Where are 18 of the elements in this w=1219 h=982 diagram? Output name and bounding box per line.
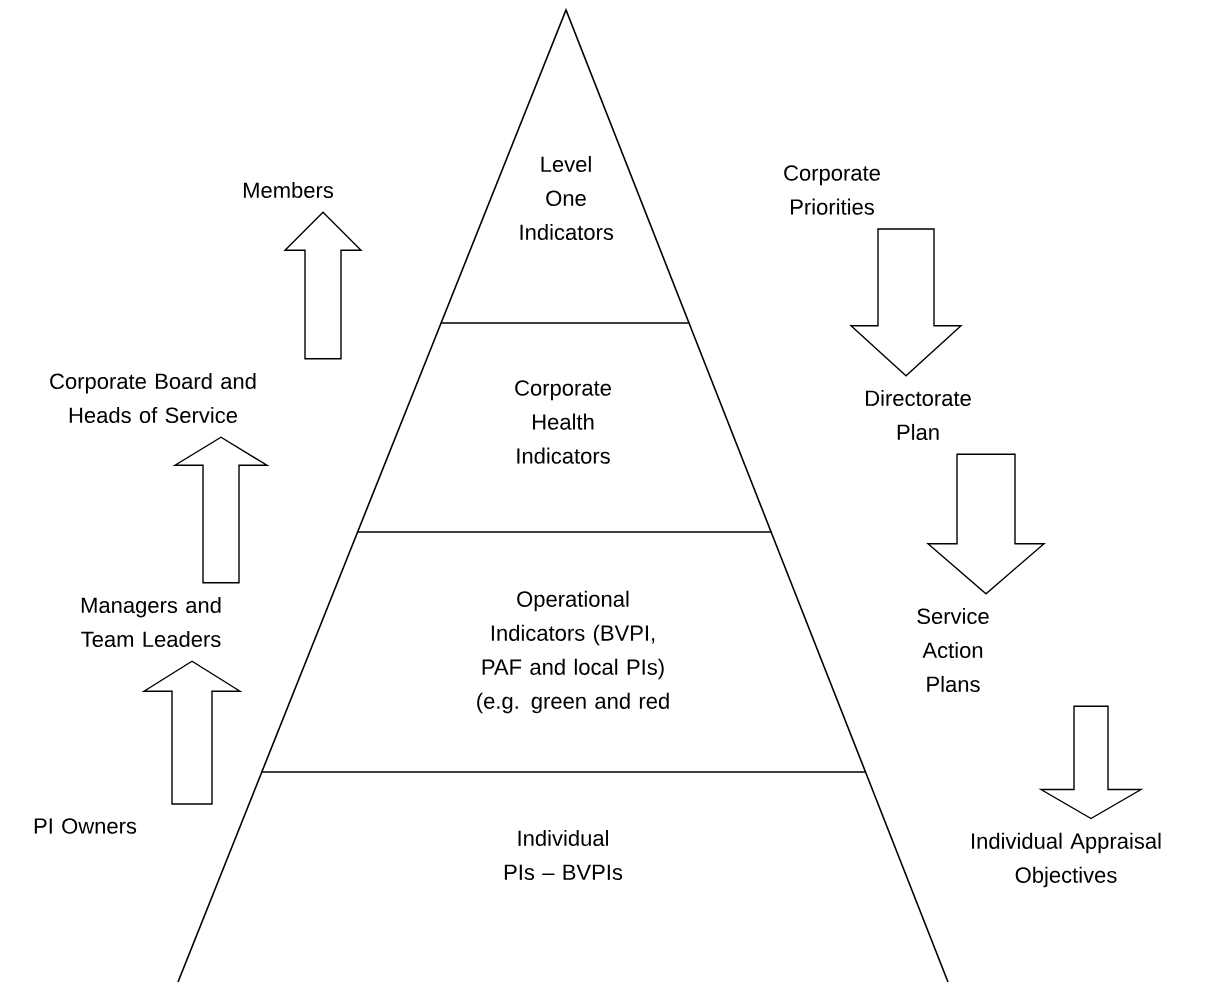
text-label: Service Action Plans	[917, 607, 989, 693]
block-arrow	[172, 436, 270, 584]
pyramid-level: Level One Indicators	[440, 7, 690, 324]
pyramid-level: Individual PIs – BVPIs	[177, 771, 949, 982]
pyramid-level: Corporate Health Indicators	[356, 322, 772, 533]
block-arrow	[1038, 705, 1144, 820]
block-arrow	[141, 660, 243, 805]
block-arrow	[849, 228, 963, 377]
pyramid-level: Operational Indicators (BVPI, PAF and local PIs) (e.g. green and red	[261, 531, 867, 773]
text-label: Corporate Priorities	[784, 165, 880, 215]
text-label: Managers and Team Leaders	[81, 596, 221, 648]
text-label: PI Owners	[34, 818, 137, 834]
block-arrow	[926, 453, 1046, 595]
text-label: Individual Appraisal Objectives	[972, 832, 1161, 888]
text-label: Corporate Board and Heads of Service	[50, 372, 256, 424]
text-label: Members	[243, 181, 334, 199]
block-arrow	[283, 211, 363, 360]
text-label: Directorate Plan	[866, 389, 971, 441]
